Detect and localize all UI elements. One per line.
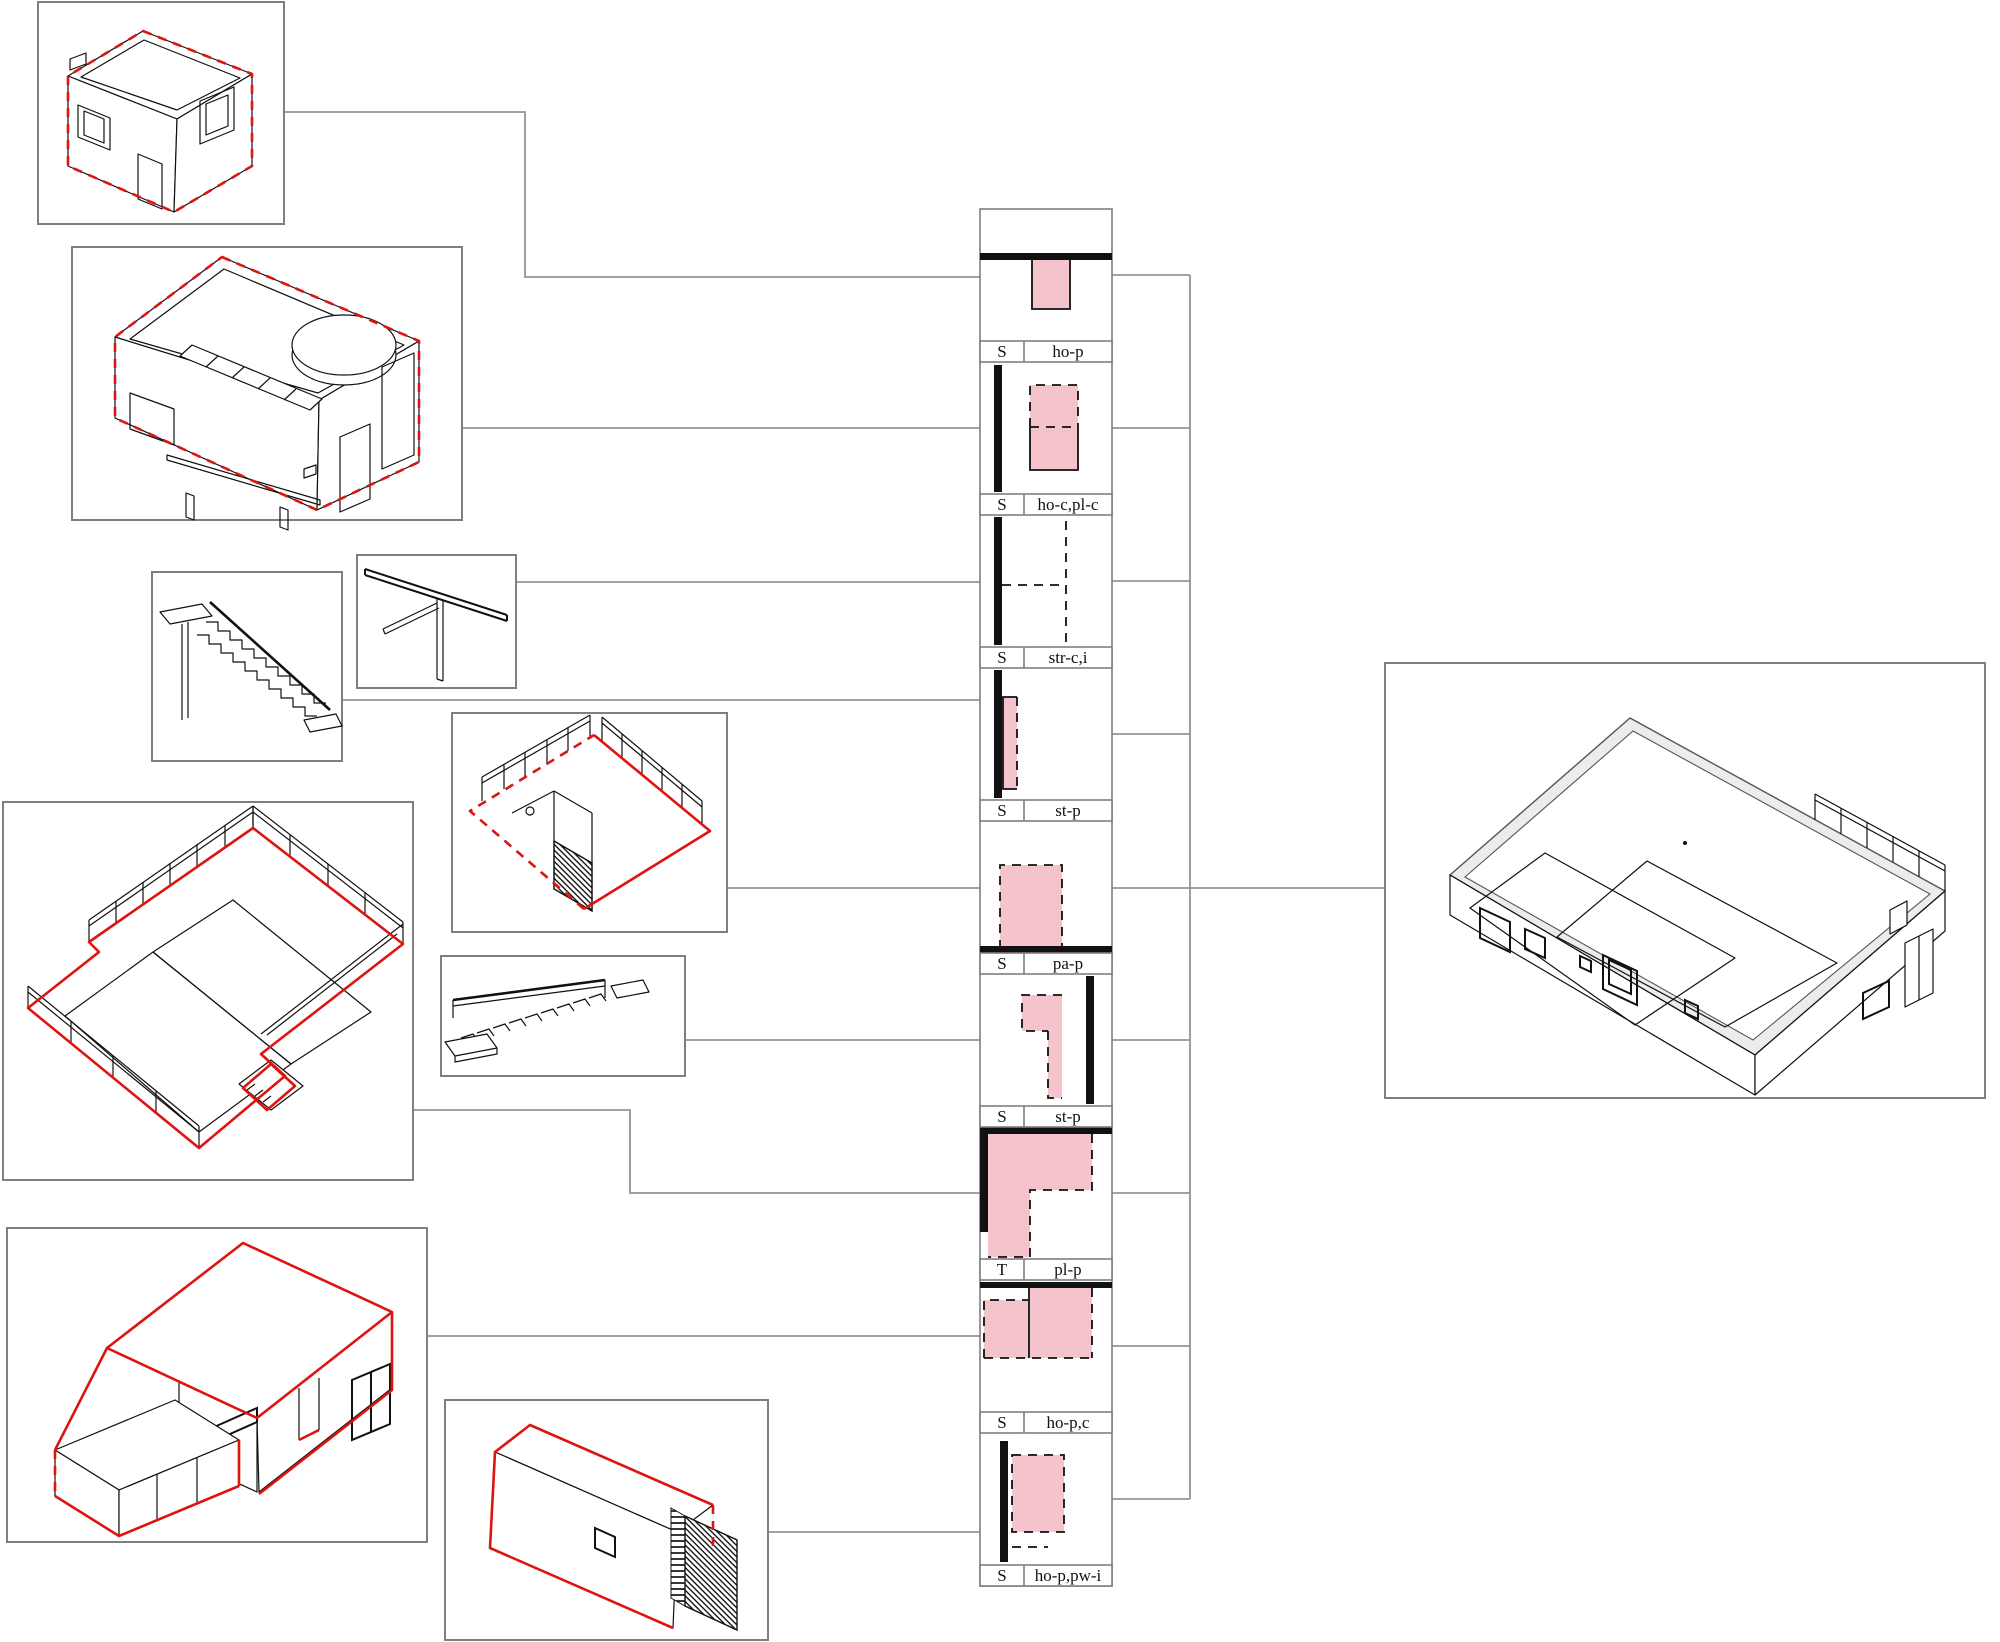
connector-line-1 [284,111,980,278]
label-row-5: S pa-p [979,952,1113,975]
matrix-cell-3 [994,517,1067,645]
svg-text:S: S [997,1413,1006,1432]
open-room-volume-axon-icon [1448,717,1947,1096]
red-silhouette [66,29,254,214]
matrix-cell-7 [980,1127,1112,1258]
floor-railings [27,805,404,1148]
red-silhouette [113,255,421,512]
matrix-cell-2 [994,365,1079,492]
matrix-cell-6 [1021,976,1094,1104]
matrix-cell-4 [994,670,1018,798]
svg-text:S: S [997,1566,1006,1585]
svg-text:ho-p,c: ho-p,c [1047,1413,1090,1432]
t-handrail-axon-icon [364,568,508,682]
label-row-1: S ho-p [979,340,1113,363]
low-house-volume-axon-icon [53,1241,394,1538]
matrix-cell-8 [980,1282,1112,1359]
svg-text:str-c,i: str-c,i [1049,648,1088,667]
label-row-8: S ho-p,c [979,1411,1113,1434]
svg-text:S: S [997,1107,1006,1126]
long-stair-axon-icon [444,978,650,1063]
parapet-rail-e [601,716,703,825]
svg-text:st-p: st-p [1055,801,1081,820]
red-outline [26,826,405,1150]
hatched-wall-axon-icon [488,1423,738,1632]
hatched-panel [684,1514,738,1632]
matrix-cell-1 [980,253,1112,310]
wall-windows [1479,906,1890,1021]
svg-text:S: S [997,954,1006,973]
narrow-stair-axon-icon [159,601,343,733]
label-row-6: S st-p [979,1105,1113,1128]
svg-text:S: S [997,648,1006,667]
red-outline [488,1423,714,1630]
label-row-4: S st-p [979,799,1113,822]
rung-strip [670,1507,686,1607]
hatched-opening [553,839,593,913]
svg-text:S: S [997,495,1006,514]
clerestory-band [179,344,323,411]
terrace-parapet-axon-icon [468,714,712,913]
frame-narrow-stair [151,571,343,762]
svg-text:pl-p: pl-p [1054,1260,1081,1279]
label-row-7: T pl-p [979,1258,1113,1281]
matrix-label-rows: S ho-p S ho-c,pl-c S str-c,i S st-p [979,340,1113,1587]
matrix-cell-9 [1000,1441,1065,1562]
large-roof-volume-axon-icon [113,255,421,531]
matrix-column: S ho-p S ho-c,pl-c S str-c,i S st-p [979,208,1113,1587]
row-type: S [997,342,1006,361]
connector-lines [284,111,1385,1533]
label-row-9: S ho-p,pw-i [979,1564,1113,1587]
red-roof-outline [105,1241,394,1420]
svg-text:pa-p: pa-p [1053,954,1083,973]
label-row-3: S str-c,i [979,646,1113,669]
svg-text:ho-p,pw-i: ho-p,pw-i [1035,1566,1102,1585]
svg-text:st-p: st-p [1055,1107,1081,1126]
end-door [1889,900,1934,1008]
handrail [209,601,331,711]
frame-long-stair [440,955,686,1077]
large-floor-plate-axon-icon [26,805,405,1150]
matrix-cell-5 [980,864,1112,953]
small-roof-volume-axon-icon [66,29,254,214]
svg-text:ho-c,pl-c: ho-c,pl-c [1038,495,1099,514]
parapet-rail-nw [481,714,591,801]
connector-line-7 [413,1109,980,1194]
row-code: ho-p [1052,342,1083,361]
red-outline [583,733,712,911]
room-railing [1814,793,1946,891]
label-row-2: S ho-c,pl-c [979,493,1113,516]
svg-text:S: S [997,801,1006,820]
svg-text:T: T [997,1260,1008,1279]
